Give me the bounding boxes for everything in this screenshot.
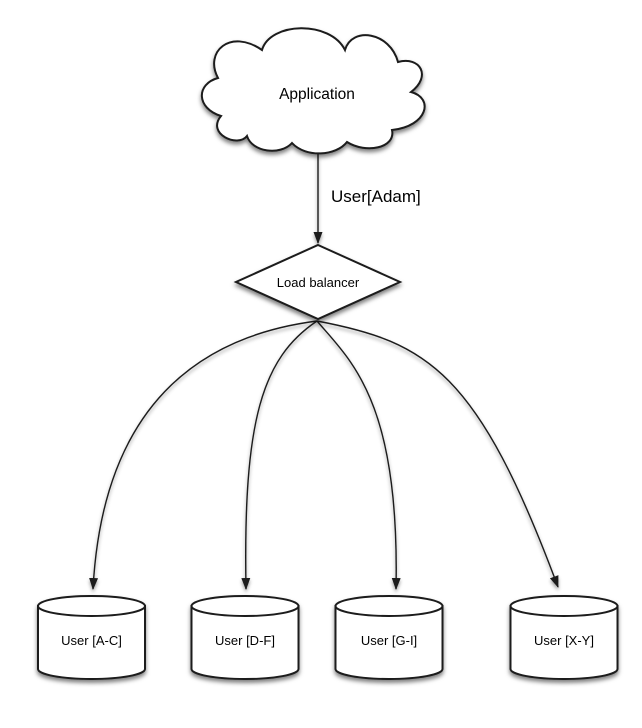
- load-balancer-diamond-node: [233, 243, 403, 321]
- shard-edge-d-f: [241, 320, 318, 590]
- shard-label-x-y: User [X-Y]: [534, 633, 594, 648]
- application-label: Application: [279, 86, 355, 103]
- load-balancer-label: Load balancer: [277, 275, 360, 290]
- shard-edge-g-i: [316, 320, 401, 590]
- database-cylinder-g-i: [334, 595, 444, 680]
- application-cloud-node: [200, 27, 426, 155]
- database-cylinder-x-y: [509, 595, 619, 680]
- shard-label-g-i: User [G-I]: [361, 633, 417, 648]
- shard-edge-a-c: [89, 320, 318, 590]
- shard-edge-x-y: [316, 320, 559, 588]
- shard-label-a-c: User [A-C]: [61, 633, 122, 648]
- request-label: User[Adam]: [331, 187, 421, 206]
- shard-label-d-f: User [D-F]: [215, 633, 275, 648]
- database-cylinder-d-f: [190, 595, 300, 680]
- database-cylinder-a-c: [37, 595, 146, 680]
